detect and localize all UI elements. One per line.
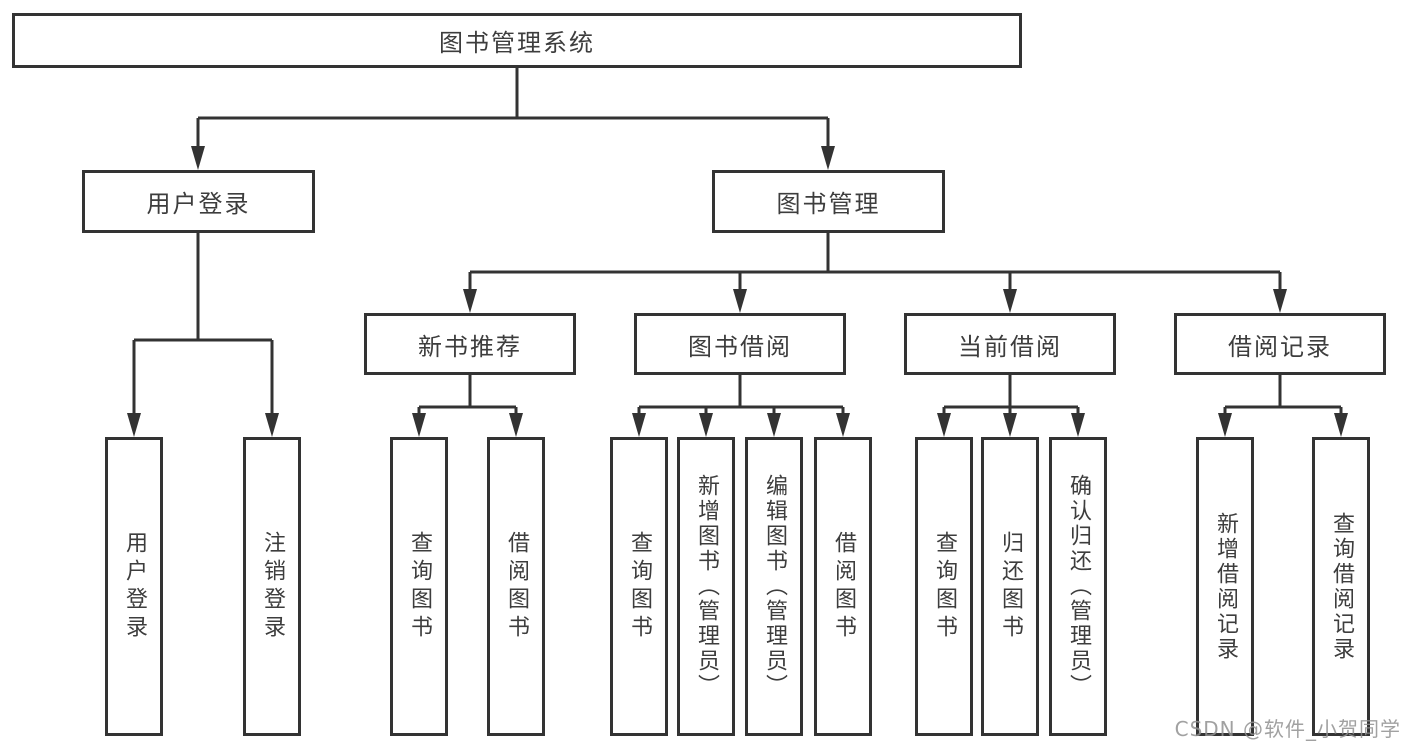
node-label: 归还图书: [998, 530, 1023, 643]
node-label: 图书借阅: [688, 332, 792, 361]
node-current-borrow: 当前借阅: [904, 313, 1116, 375]
node-label: 用户登录: [122, 530, 147, 643]
node-borrow-records: 借阅记录: [1174, 313, 1386, 375]
leaf-borrow-books-1: 借阅图书: [487, 437, 545, 736]
node-label: 查询借阅记录: [1329, 511, 1354, 662]
node-label: 查询图书: [932, 530, 957, 643]
node-label: 借阅图书: [504, 530, 529, 643]
leaf-add-borrow-record: 新增借阅记录: [1196, 437, 1254, 736]
node-book-borrow: 图书借阅: [634, 313, 846, 375]
node-label: 新增图书（管理员）: [694, 474, 719, 699]
node-label: 借阅图书: [831, 530, 856, 643]
leaf-borrow-books-2: 借阅图书: [814, 437, 872, 736]
leaf-edit-books-admin: 编辑图书（管理员）: [745, 437, 803, 736]
node-label: 新增借阅记录: [1213, 511, 1238, 662]
leaf-return-books: 归还图书: [981, 437, 1039, 736]
node-label: 查询图书: [407, 530, 432, 643]
arrowheads: [127, 146, 1348, 437]
node-label: 图书管理: [776, 190, 881, 218]
node-new-book-recommend: 新书推荐: [364, 313, 576, 375]
node-label: 查询图书: [627, 530, 652, 643]
leaf-query-books-2: 查询图书: [610, 437, 668, 736]
node-label: 新书推荐: [418, 332, 522, 361]
node-book-management: 图书管理: [712, 170, 945, 233]
leaf-query-borrow-record: 查询借阅记录: [1312, 437, 1370, 736]
leaf-add-books-admin: 新增图书（管理员）: [677, 437, 735, 736]
leaf-query-books-1: 查询图书: [390, 437, 448, 736]
csdn-watermark: CSDN @软件_小贺同学: [1174, 717, 1401, 741]
node-label: 用户登录: [146, 190, 251, 218]
node-label: 当前借阅: [958, 332, 1062, 361]
node-library-management-system: 图书管理系统: [12, 13, 1022, 68]
node-label: 借阅记录: [1228, 332, 1332, 361]
leaf-query-books-3: 查询图书: [915, 437, 973, 736]
leaf-user-login: 用户登录: [105, 437, 163, 736]
node-user-login: 用户登录: [82, 170, 315, 233]
node-label: 图书管理系统: [439, 29, 595, 57]
node-label: 确认归还（管理员）: [1066, 474, 1091, 699]
leaf-logout: 注销登录: [243, 437, 301, 736]
node-label: 注销登录: [260, 530, 285, 643]
leaf-confirm-return-admin: 确认归还（管理员）: [1049, 437, 1107, 736]
node-label: 编辑图书（管理员）: [762, 474, 787, 699]
